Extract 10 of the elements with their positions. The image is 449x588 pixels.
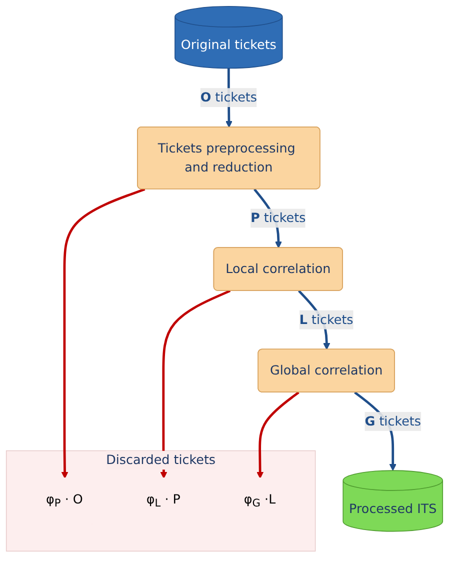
node-text: φ$_{G}$ ·L xyxy=(244,491,276,510)
node-text: φ$_{L}$ · P xyxy=(146,491,180,510)
arrow xyxy=(160,290,231,479)
edge-label: G tickets xyxy=(364,413,421,429)
edge-label: O tickets xyxy=(200,90,257,105)
arrow xyxy=(61,188,146,479)
arrow xyxy=(256,391,300,479)
edge-label: P tickets xyxy=(250,210,306,226)
edge-label: L tickets xyxy=(299,312,354,327)
node-text: φ$_{P}$ · O xyxy=(46,491,83,510)
